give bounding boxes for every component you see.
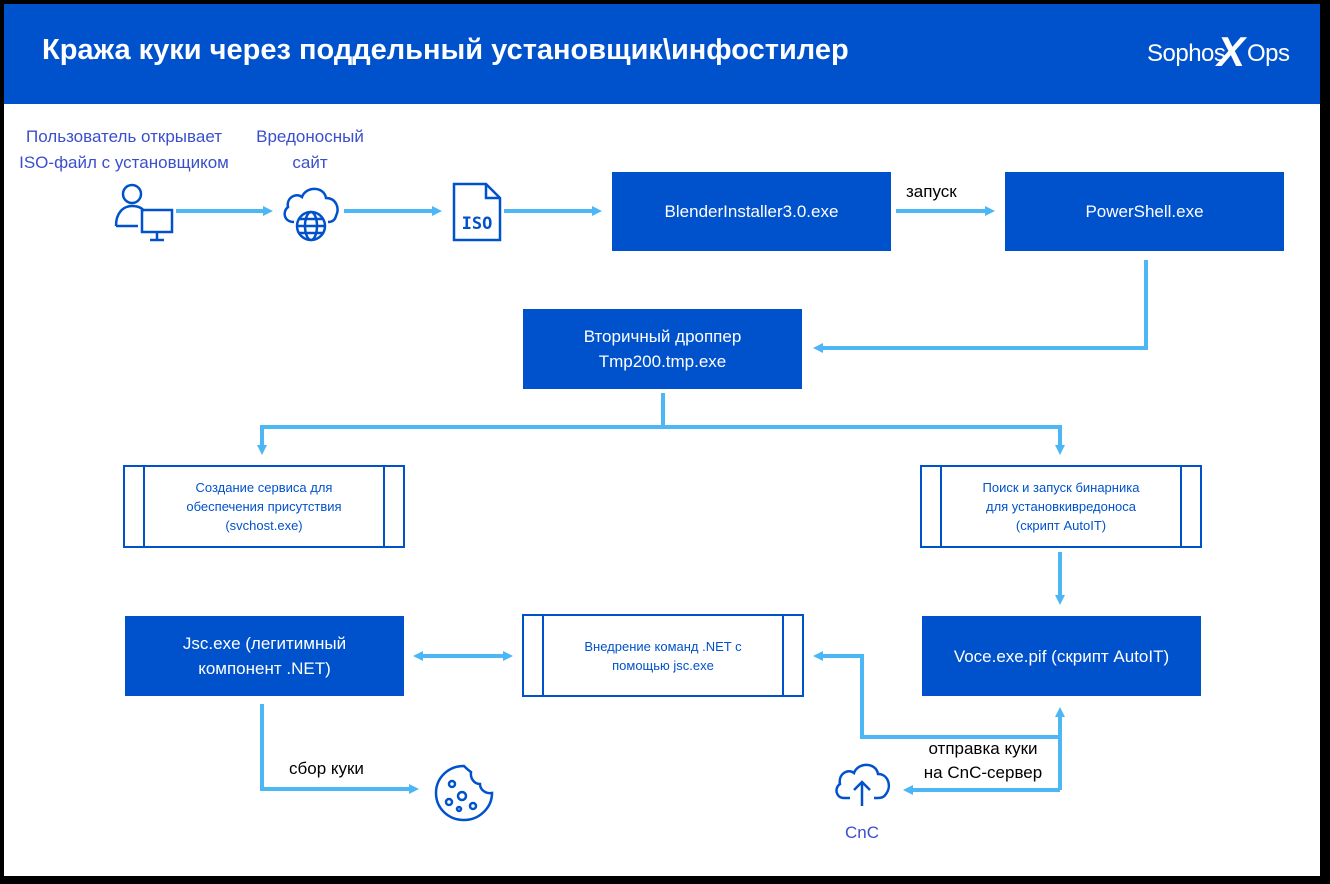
logo-x-mark: X	[1217, 28, 1246, 75]
node-net-injection: Внедрение команд .NET с помощью jsc.exe	[522, 614, 804, 697]
node-voce-label: Voce.exe.pif (скрипт AutoIT)	[953, 646, 1170, 666]
node-jsc: Jsc.exe (легитимный компонент .NET)	[125, 616, 404, 696]
node-inject-line2: помощью jsc.exe	[612, 657, 714, 673]
node-jsc-line2: компонент .NET)	[198, 659, 331, 678]
node-search-line3: (скрипт AutoIT)	[1015, 518, 1107, 533]
arrow-dropper-split	[257, 393, 665, 455]
node-jsc-line1: Jsc.exe (легитимный	[182, 634, 347, 653]
logo-right-text: Ops	[1247, 40, 1290, 67]
logo-left-text: Sophos	[1147, 40, 1226, 67]
user-computer-icon	[114, 183, 174, 242]
caption-site: Вредоносный сайт	[244, 124, 376, 176]
page-title: Кража куки через поддельный установщик\и…	[42, 34, 849, 66]
node-secondary-dropper: Вторичный дроппер Tmp200.tmp.exe	[523, 309, 802, 389]
node-search-line2: для установкивредоноса	[985, 499, 1136, 514]
cloud-upload-icon	[835, 763, 890, 806]
node-dropper-line2: Tmp200.tmp.exe	[598, 352, 727, 371]
node-service-line3: (svchost.exe)	[225, 518, 303, 533]
node-blender-label: BlenderInstaller3.0.exe	[664, 202, 839, 221]
cloud-globe-icon	[283, 187, 339, 242]
caption-user-line2: ISO-файл с установщиком	[19, 153, 229, 172]
node-service-line2: обеспечения присутствия	[186, 499, 342, 514]
edge-label-send: отправка куки на CnC-сервер	[916, 737, 1050, 785]
node-powershell-label: PowerShell.exe	[1085, 202, 1204, 221]
node-voce: Voce.exe.pif (скрипт AutoIT)	[922, 616, 1201, 696]
caption-user: Пользователь открывает ISO-файл с устано…	[8, 124, 240, 176]
node-service-line1: Создание сервиса для	[195, 480, 333, 495]
diagram-frame: Кража куки через поддельный установщик\и…	[4, 4, 1320, 876]
node-blender-installer: BlenderInstaller3.0.exe	[612, 172, 891, 251]
iso-file-icon: ISO	[452, 182, 502, 242]
arrow-dropper-to-search	[663, 425, 1065, 455]
edge-label-launch: запуск	[906, 182, 957, 201]
node-service-creation: Создание сервиса для обеспечения присутс…	[123, 465, 405, 548]
node-powershell: PowerShell.exe	[1005, 172, 1284, 251]
header-bar: Кража куки через поддельный установщик\и…	[4, 4, 1320, 104]
sophos-xops-logo: Sophos X Ops	[1147, 28, 1307, 78]
edge-label-send-line1: отправка куки	[928, 739, 1038, 758]
node-dropper-line1: Вторичный дроппер	[583, 327, 742, 346]
caption-user-line1: Пользователь открывает	[26, 127, 222, 146]
cookie-icon	[434, 764, 494, 822]
caption-site-line2: сайт	[292, 153, 328, 172]
arrow-voce-to-inject	[813, 651, 1060, 739]
caption-cnc: CnC	[844, 823, 879, 842]
iso-label: ISO	[462, 214, 493, 234]
arrow-powershell-to-dropper	[813, 260, 1148, 353]
edge-label-collect: сбор куки	[289, 759, 364, 778]
connector-arrows	[176, 206, 1148, 795]
node-inject-line1: Внедрение команд .NET с	[584, 638, 742, 654]
node-search-binary: Поиск и запуск бинарника для установкивр…	[920, 465, 1202, 548]
arrow-jsc-to-cookie	[260, 704, 419, 794]
caption-site-line1: Вредоносный	[256, 127, 364, 146]
node-search-line1: Поиск и запуск бинарника	[982, 480, 1140, 495]
edge-label-send-line2: на CnC-сервер	[923, 763, 1043, 782]
